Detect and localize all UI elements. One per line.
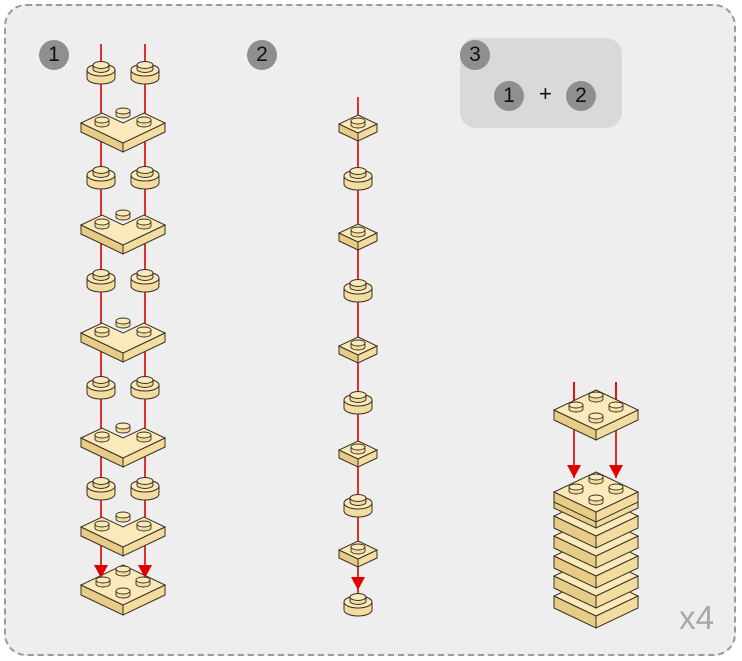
corner-plate-2x2 <box>81 512 165 556</box>
square-plate-1x1 <box>339 115 377 141</box>
round-plate-1x1 <box>87 478 115 501</box>
square-plate-1x1 <box>339 224 377 250</box>
round-plate-1x1 <box>344 168 372 191</box>
round-plate-1x1 <box>87 167 115 190</box>
round-plate-1x1 <box>344 280 372 303</box>
round-plate-1x1 <box>131 62 159 85</box>
down-arrow-icon <box>567 465 581 478</box>
round-plate-1x1 <box>87 270 115 293</box>
square-plate-1x1 <box>339 541 377 567</box>
round-plate-1x1 <box>87 62 115 85</box>
square-plate-1x1 <box>339 337 377 363</box>
corner-plate-2x2 <box>81 210 165 254</box>
corner-plate-2x2 <box>81 108 165 152</box>
corner-plate-2x2 <box>81 423 165 467</box>
down-arrow-icon <box>351 577 365 590</box>
round-plate-1x1 <box>87 377 115 400</box>
square-plate-1x1 <box>339 441 377 467</box>
round-plate-1x1 <box>131 377 159 400</box>
round-plate-1x1 <box>344 594 372 617</box>
base-plate-2x2 <box>81 565 165 615</box>
quantity-multiplier: x4 <box>679 599 714 637</box>
round-plate-1x1 <box>344 392 372 415</box>
round-plate-1x1 <box>131 478 159 501</box>
corner-plate-2x2 <box>81 318 165 362</box>
top-plate-2x2 <box>554 390 638 440</box>
down-arrow-icon <box>609 465 623 478</box>
round-plate-1x1 <box>131 167 159 190</box>
round-plate-1x1 <box>344 495 372 518</box>
round-plate-1x1 <box>131 270 159 293</box>
